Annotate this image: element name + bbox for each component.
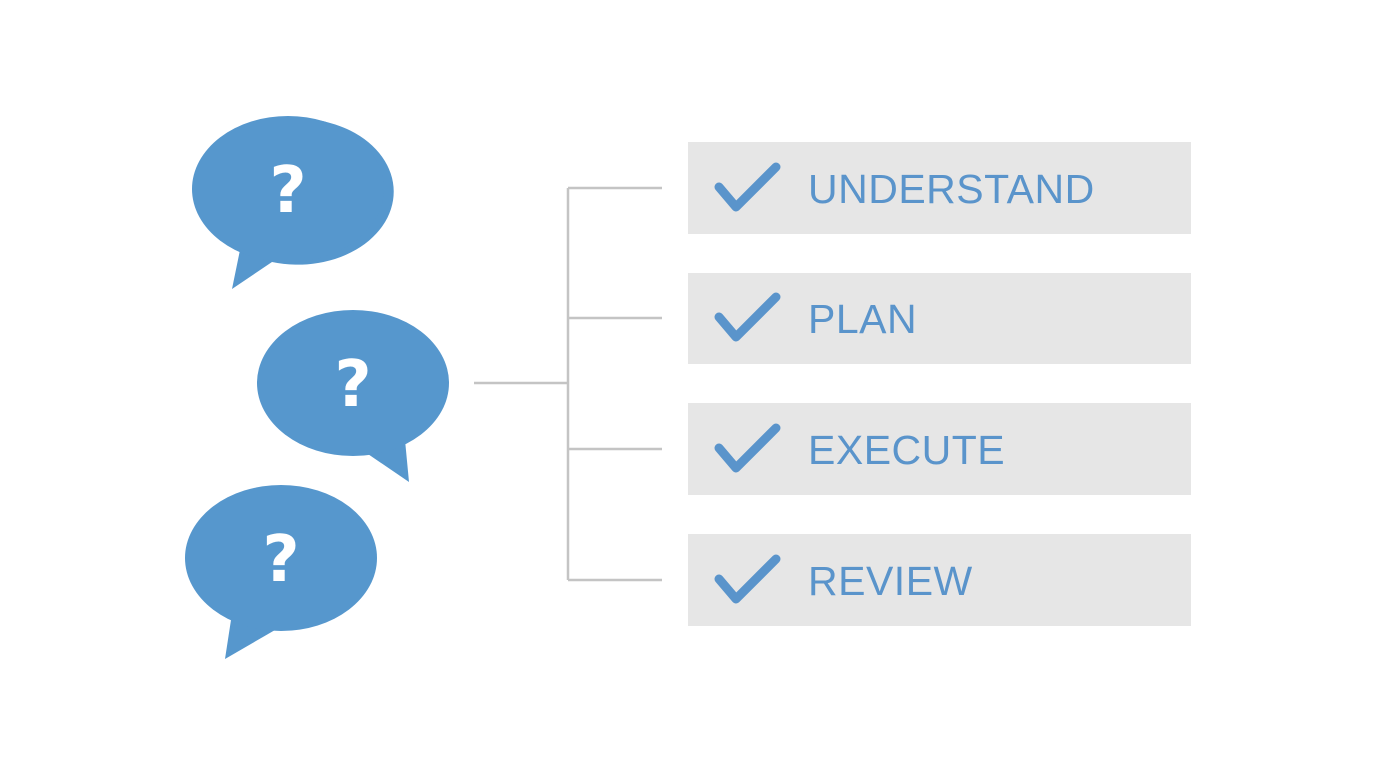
- step-label: PLAN: [808, 296, 917, 342]
- step-plan: PLAN: [688, 273, 1191, 364]
- question-bubble-3: ?: [185, 485, 377, 659]
- speech-bubble-body: [192, 116, 384, 262]
- connector-tree: [474, 186, 662, 582]
- step-label: EXECUTE: [808, 427, 1005, 473]
- question-mark: ?: [334, 348, 371, 422]
- question-bubble-2: ?: [257, 310, 449, 482]
- question-mark: ?: [269, 154, 306, 228]
- step-label: UNDERSTAND: [808, 166, 1095, 212]
- step-understand: UNDERSTAND: [688, 142, 1191, 234]
- checkmark-icon: [714, 162, 781, 212]
- step-box: [688, 534, 1191, 626]
- step-box: [688, 273, 1191, 364]
- question-bubble-1: ?: [192, 116, 394, 289]
- question-mark: ?: [262, 523, 299, 597]
- checkmark-icon: [714, 292, 781, 342]
- speech-bubble-body: [185, 485, 377, 631]
- checkmark-icon: [714, 423, 781, 473]
- step-review: REVIEW: [688, 534, 1191, 626]
- step-label: REVIEW: [808, 558, 973, 604]
- step-box: [688, 403, 1191, 495]
- speech-bubble-body: [257, 310, 449, 456]
- step-box: [688, 142, 1191, 234]
- speech-bubble-icon: [225, 620, 275, 659]
- checkmark-icon: [714, 554, 781, 604]
- step-execute: EXECUTE: [688, 403, 1191, 495]
